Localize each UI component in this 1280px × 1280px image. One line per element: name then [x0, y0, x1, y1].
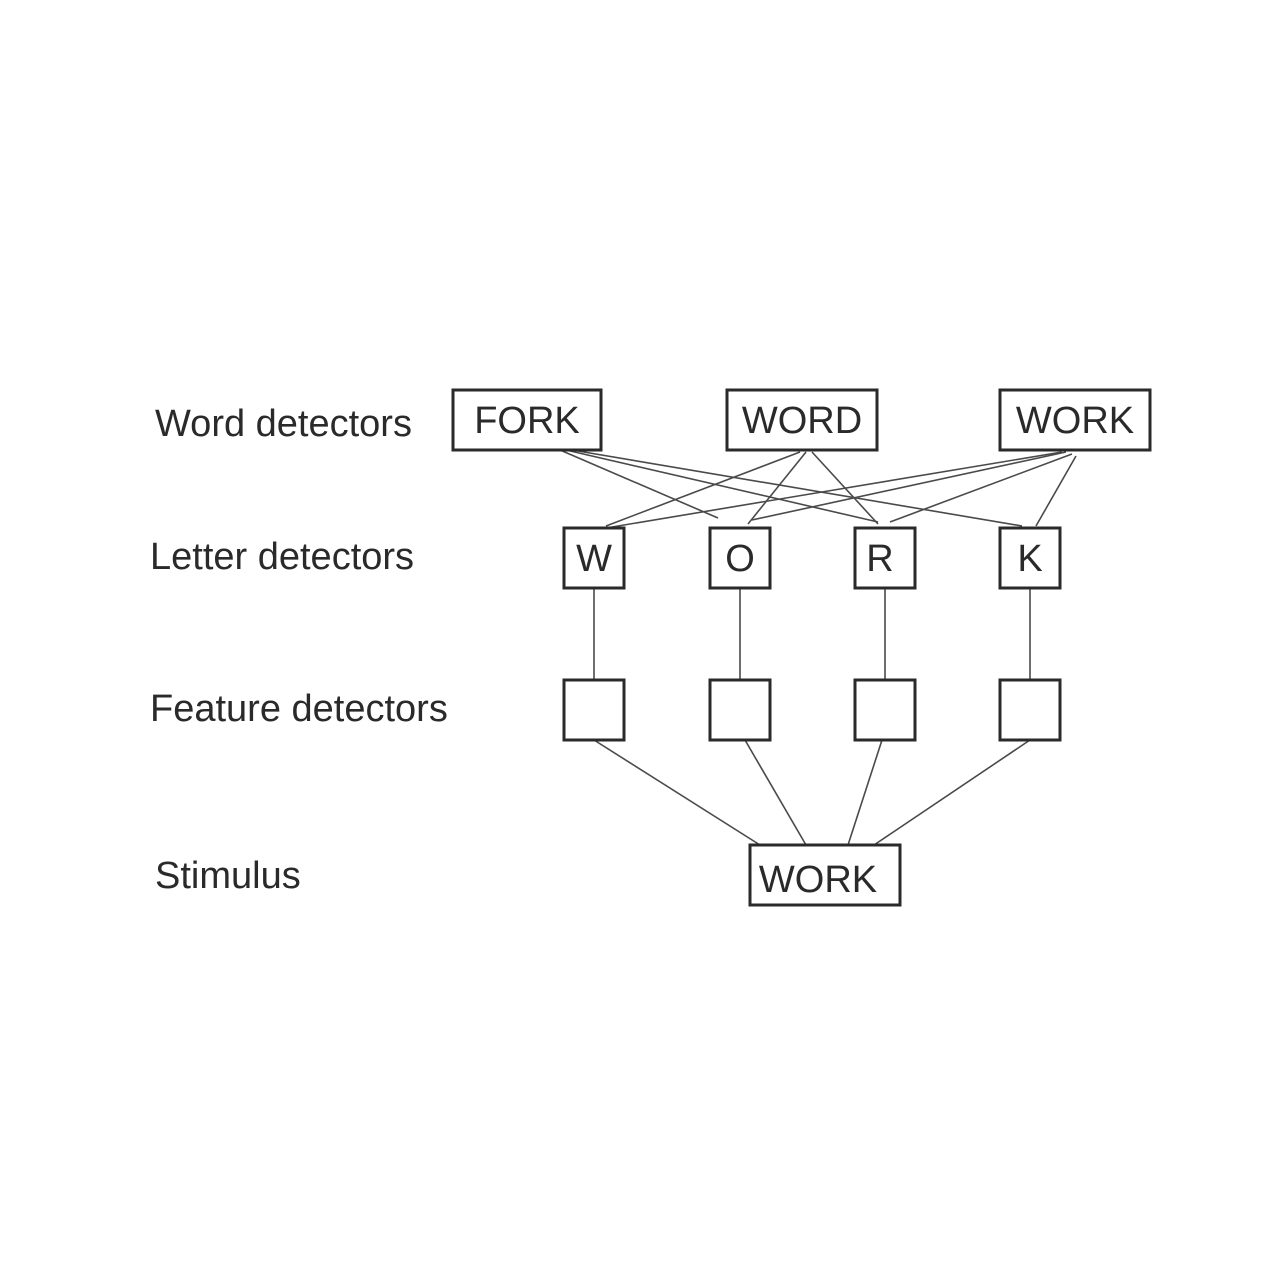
edge-work-r — [889, 453, 1073, 523]
word-node-fork: FORK — [451, 388, 603, 452]
stimulus-label: Stimulus — [155, 855, 301, 897]
letter-node-o: O — [708, 526, 772, 590]
letter-node-w: W — [562, 526, 626, 590]
stimulus-node: WORK — [748, 843, 902, 907]
letter-detectors-label: Letter detectors — [150, 536, 414, 578]
edge-feature1-stimulus — [593, 739, 761, 846]
letter-node-r-label: R — [866, 538, 893, 580]
word-node-work-label: WORK — [1016, 400, 1134, 442]
edge-fork-o — [559, 449, 719, 519]
word-node-work: WORK — [998, 388, 1152, 452]
word-detectors-label: Word detectors — [155, 403, 412, 445]
edge-work-k — [1035, 455, 1077, 527]
edge-work-w — [605, 451, 1063, 529]
edge-feature3-stimulus — [847, 739, 883, 846]
edge-word-w — [605, 451, 801, 527]
edge-fork-r — [565, 449, 879, 523]
letter-node-o-label: O — [725, 538, 755, 580]
letter-node-w-label: W — [576, 538, 612, 580]
letter-node-k-label: K — [1017, 538, 1042, 580]
feature-node-4 — [998, 678, 1062, 742]
edge-work-o — [751, 451, 1067, 521]
edge-feature4-stimulus — [873, 739, 1031, 846]
edge-fork-k — [571, 449, 1023, 527]
letter-node-k: K — [998, 526, 1062, 590]
connections — [559, 449, 1077, 846]
word-node-word-label: WORD — [742, 400, 862, 442]
word-node-word: WORD — [725, 388, 879, 452]
word-node-fork-label: FORK — [474, 400, 580, 442]
edge-word-o — [747, 451, 807, 525]
edge-feature2-stimulus — [744, 739, 807, 846]
feature-node-2 — [708, 678, 772, 742]
letter-node-r: R — [853, 526, 917, 590]
feature-node-3 — [853, 678, 917, 742]
feature-detectors-label: Feature detectors — [150, 688, 448, 730]
feature-node-1 — [562, 678, 626, 742]
stimulus-node-label: WORK — [759, 859, 877, 901]
